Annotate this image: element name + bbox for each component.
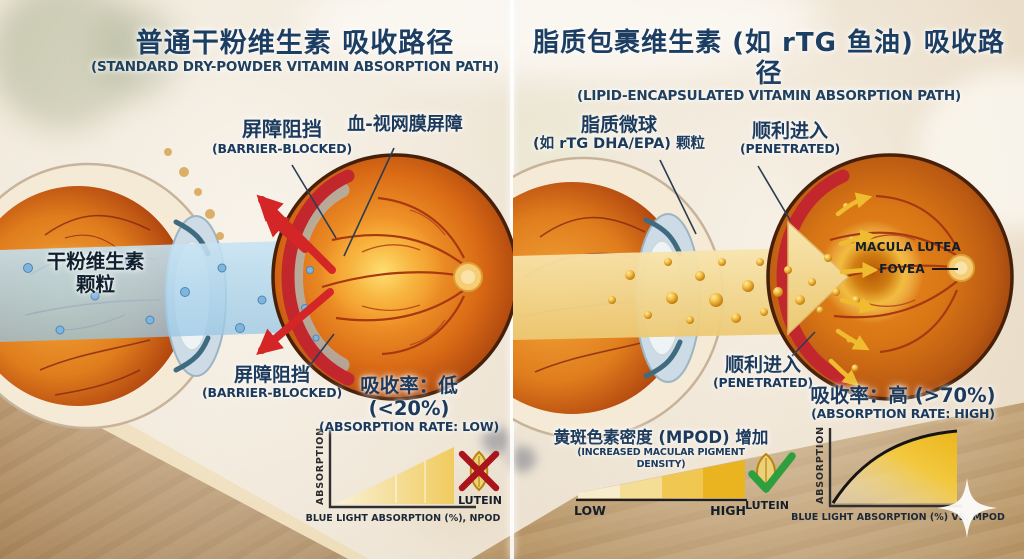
penetration-arrows (828, 192, 879, 387)
macula-text: MACULA LUTEA (855, 240, 961, 254)
particles-zh-2: 颗粒 (75, 273, 115, 296)
left-lutein-label: LUTEIN (449, 494, 511, 508)
barrier-top-en: (BARRIER-BLOCKED) (212, 140, 352, 156)
blood-retinal-barrier-label: 血-视网膜屏障 (330, 114, 480, 135)
right-lutein-label: LUTEIN (736, 499, 798, 513)
barrier-bottom-zh: 屏障阻挡 (233, 364, 310, 386)
penetrated-bottom-label: 顺利进入 (PENETRATED) (694, 354, 832, 391)
right-lipid-beam-shaft (513, 248, 800, 340)
left-barrier-blocked-bottom-label: 屏障阻挡 (BARRIER-BLOCKED) (178, 364, 366, 401)
penetrated-top-zh: 顺利进入 (751, 120, 828, 142)
lipid-microsphere-label: 脂质微球 (如 rTG DHA/EPA) 颗粒 (528, 114, 710, 154)
left-vitamin-beam (0, 148, 316, 342)
left-barrier-blocked-top-label: 屏障阻挡 (BARRIER-BLOCKED) (188, 117, 376, 156)
macula-lutea-label: MACULA LUTEA (852, 240, 964, 254)
check-icon (748, 452, 796, 493)
low-text: LOW (574, 503, 606, 518)
right-title-en: (LIPID-ENCAPSULATED VITAMIN ABSORPTION P… (577, 88, 961, 105)
left-absorption-rate-label: 吸收率：低 (<20%) (ABSORPTION RATE: LOW) (318, 374, 500, 435)
mpod-high-label: HIGH (702, 503, 746, 519)
fovea-text: FOVEA (879, 262, 925, 276)
left-title-en: (STANDARD DRY-POWDER VITAMIN ABSORPTION … (91, 58, 499, 75)
microsphere-zh-2: (如 rTG DHA/EPA) 颗粒 (533, 136, 705, 153)
fovea-label: FOVEA (874, 262, 930, 276)
lutein-text-left: LUTEIN (458, 494, 502, 507)
scattered-powder-dots (164, 148, 224, 240)
sparkle-decoration (937, 478, 997, 538)
mpod-en: (INCREASED MACULAR PIGMENT DENSITY) (577, 447, 745, 470)
right-chart-ylabel: ABSORPTION (815, 426, 826, 504)
left-leader-lines (291, 147, 395, 369)
right-chart-xlabel: BLUE LIGHT ABSORPTION (%) VS. MPOD (791, 512, 1005, 523)
penetrated-bottom-zh: 顺利进入 (724, 354, 801, 376)
left-chart-ylabel: ABSORPTION (315, 427, 326, 505)
mpod-low-label: LOW (574, 503, 618, 519)
left-retina-fundus (271, 153, 519, 401)
rate-high-en: (ABSORPTION RATE: HIGH) (811, 406, 995, 421)
rate-low-zh: 吸收率：低 (<20%) (360, 374, 458, 420)
lutein-check-icon (748, 452, 796, 494)
left-retina-vessels (321, 196, 469, 356)
microsphere-zh-1: 脂质微球 (580, 114, 657, 136)
dry-powder-particle-label: 干粉维生素 颗粒 (18, 250, 173, 296)
left-panel-title: 普通干粉维生素 吸收路径 (STANDARD DRY-POWDER VITAMI… (85, 28, 505, 76)
right-panel-title: 脂质包裹维生素 (如 rTG 鱼油) 吸收路径 (LIPID-ENCAPSULA… (524, 28, 1014, 105)
rate-low-en: (ABSORPTION RATE: LOW) (319, 419, 499, 434)
blood-retinal-barrier-band (281, 169, 355, 386)
penetrated-top-label: 顺利进入 (PENETRATED) (720, 120, 860, 157)
lutein-text-right: LUTEIN (745, 499, 789, 512)
penetrated-bottom-en: (PENETRATED) (712, 375, 814, 391)
right-blood-retinal-barrier-band (776, 169, 850, 386)
mpod-gradient-wedge (576, 460, 747, 502)
penetrated-top-en: (PENETRATED) (739, 141, 841, 157)
brb-zh: 血-视网膜屏障 (347, 114, 463, 135)
right-title-zh: 脂质包裹维生素 (如 rTG 鱼油) 吸收路径 (533, 28, 1005, 89)
right-absorption-chart: ABSORPTION BLUE LIGHT ABSORPTION (%) VS.… (791, 426, 1005, 523)
x-icon (458, 450, 500, 492)
blocked-bounce-arrows (256, 194, 336, 355)
barrier-top-zh: 屏障阻挡 (242, 117, 322, 141)
right-leader-lines (659, 159, 816, 357)
left-chart-xlabel: BLUE LIGHT ABSORPTION (%), NPOD (306, 513, 501, 524)
high-text: HIGH (710, 503, 746, 518)
mpod-zh: 黄斑色素密度 (MPOD) 增加 (553, 428, 769, 447)
left-absorption-chart: ABSORPTION BLUE LIGHT ABSORPTION (%), NP… (306, 427, 501, 524)
rate-high-zh: 吸收率：高 (>70%) (810, 384, 996, 407)
lutein-blocked-icon (458, 450, 500, 492)
barrier-bottom-en: (BARRIER-BLOCKED) (202, 385, 342, 401)
mpod-title-label: 黄斑色素密度 (MPOD) 增加 (INCREASED MACULAR PIGM… (552, 428, 770, 470)
right-absorption-rate-label: 吸收率：高 (>70%) (ABSORPTION RATE: HIGH) (806, 384, 1000, 422)
particles-zh-1: 干粉维生素 (46, 250, 145, 273)
left-title-zh: 普通干粉维生素 吸收路径 (135, 28, 455, 59)
